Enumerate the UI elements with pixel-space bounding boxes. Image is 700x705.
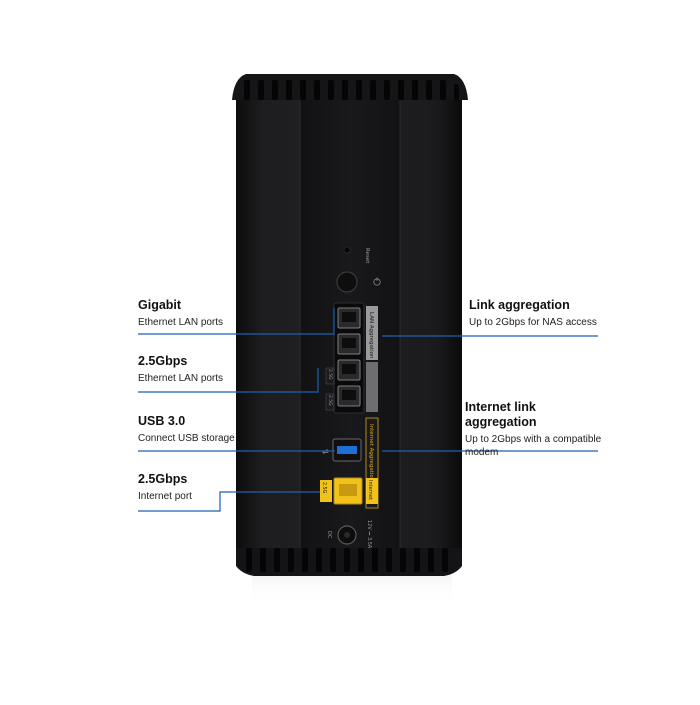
lan-aggregation-bar [366,306,378,360]
internet-speed-label: 2.5G [321,482,327,494]
dc-label: DC [326,531,332,539]
callout-lines [138,308,598,512]
port-speed-label: 2.5G [327,369,333,380]
callout-link-aggregation: Link aggregation Up to 2Gbps for NAS acc… [469,298,597,329]
internet-speed-tag [320,480,332,502]
callout-title: 2.5Gbps [138,354,188,368]
callout-line-internet [138,491,320,512]
callout-title: 2.5Gbps [138,472,188,486]
callout-gigabit: Gigabit Ethernet LAN ports [138,298,223,329]
port-speed-label: 2.5G [327,395,333,406]
callout-usb: USB 3.0 Connect USB storage [138,414,235,445]
callout-internet-aggregation: Internet link aggregation Up to 2Gbps wi… [465,400,605,459]
callout-desc: Ethernet LAN ports [138,317,224,328]
internet-aggregation-label: Internet Aggregation [368,424,374,482]
callout-internet-port: 2.5Gbps Internet port [138,472,192,503]
bottom-vent [236,548,462,576]
callout-desc: Ethernet LAN ports [138,373,224,384]
callout-25gbps-lan: 2.5Gbps Ethernet LAN ports [138,354,223,385]
lan-ports: 2.5G 2.5G [325,302,365,414]
power-button[interactable] [336,271,358,293]
top-vent [232,74,468,100]
reset-label: Reset [364,248,370,264]
internet-label-tag [366,478,378,504]
callout-title: Gigabit [138,298,182,312]
lan-aggregation-bar-lower [366,362,378,412]
lan-aggregation-label: LAN Aggregation [368,312,374,359]
callout-desc: Up to 2Gbps for NAS access [469,317,597,328]
callout-desc: Up to 2Gbps with a compatible modem [465,434,602,458]
callout-desc: Connect USB storage [138,433,235,444]
callout-line-gigabit [138,308,335,335]
callout-title: Internet link aggregation [465,400,537,429]
callout-desc: Internet port [138,491,192,502]
power-rating-label: 12V ⎓ 3.5A [366,520,372,549]
usb-port-insert [337,446,357,454]
reset-pinhole[interactable] [343,246,351,254]
callout-title: USB 3.0 [138,414,186,428]
callout-title: Link aggregation [469,298,570,312]
internet-label: Internet [367,480,373,500]
internet-port-jack [339,484,357,496]
callout-line-25gbps-lan [138,368,319,393]
